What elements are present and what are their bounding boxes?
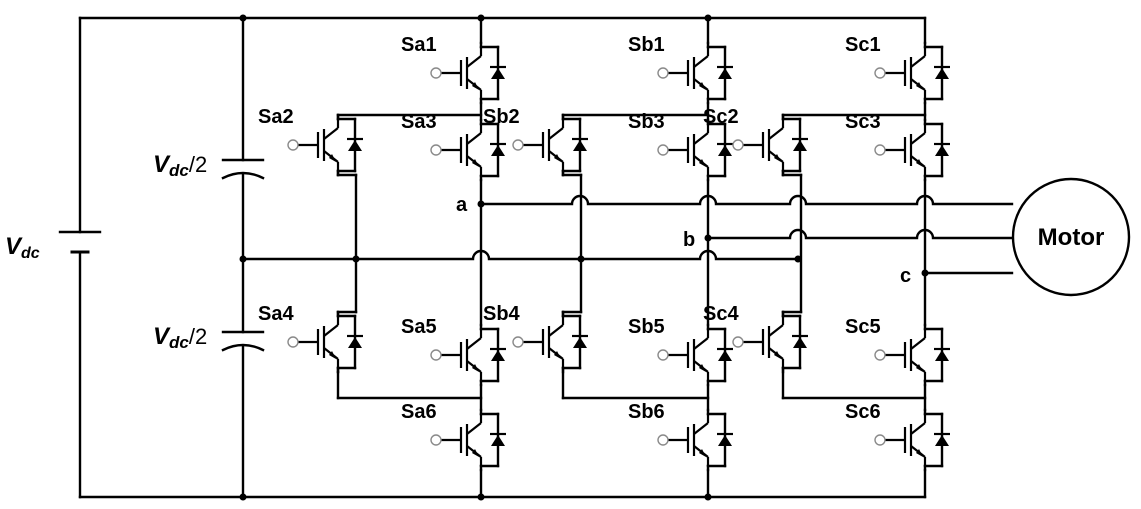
gate-terminal[interactable]: [874, 349, 886, 361]
junction-dot: [239, 14, 247, 22]
phase-a-line: [479, 194, 1014, 206]
switch-label: Sc6: [845, 401, 881, 423]
junction-dot: [477, 493, 485, 501]
switch-label: Sc1: [845, 34, 881, 56]
switch-label: Sa6: [401, 401, 437, 423]
switch-sc3: Sc3: [845, 111, 950, 182]
switch-label: Sa4: [258, 303, 294, 325]
gate-terminal[interactable]: [512, 336, 524, 348]
gate-terminal[interactable]: [732, 139, 744, 151]
switch-sa1: Sa1: [401, 34, 506, 105]
switch-label: Sb5: [628, 316, 665, 338]
phase-b-line: [706, 228, 1014, 240]
junction-dot: [239, 255, 247, 263]
switch-sc6: Sc6: [845, 401, 950, 472]
switch-label: Sa5: [401, 316, 437, 338]
gate-terminal[interactable]: [657, 67, 669, 79]
switch-sc5: Sc5: [845, 316, 950, 387]
junction-dot: [704, 14, 712, 22]
switch-sb5: Sb5: [628, 316, 733, 387]
junction-dot: [704, 234, 712, 242]
switch-sa3: Sa3: [401, 111, 506, 182]
switch-sc1: Sc1: [845, 34, 950, 105]
switch-sc2: Sc2: [703, 106, 808, 177]
switch-sb1: Sb1: [628, 34, 733, 105]
gate-terminal[interactable]: [874, 144, 886, 156]
junction-dot: [477, 200, 485, 208]
gate-terminal[interactable]: [287, 336, 299, 348]
gate-terminal[interactable]: [430, 434, 442, 446]
switch-label: Sc2: [703, 106, 739, 128]
gate-terminal[interactable]: [287, 139, 299, 151]
output-label-a: a: [456, 194, 468, 216]
junction-dot: [921, 269, 929, 277]
switch-sa4: Sa4: [258, 303, 363, 374]
motor-circle: [1011, 177, 1131, 297]
gate-terminal[interactable]: [430, 144, 442, 156]
capacitor-upper: [221, 158, 265, 180]
switch-label: Sb2: [483, 106, 520, 128]
switch-sa6: Sa6: [401, 401, 506, 472]
gate-terminal[interactable]: [657, 434, 669, 446]
capacitor-lower: [221, 330, 265, 352]
junction-dot: [239, 493, 247, 501]
switch-sb3: Sb3: [628, 111, 733, 182]
neutral-line: [241, 249, 800, 261]
switch-label: Sa2: [258, 106, 294, 128]
switch-sc4: Sc4: [703, 303, 808, 374]
switch-label: Sb1: [628, 34, 665, 56]
junction-dot: [352, 255, 360, 263]
switch-label: Sc4: [703, 303, 739, 325]
switch-label: Sa3: [401, 111, 437, 133]
output-label-c: c: [900, 265, 911, 287]
switch-sa2: Sa2: [258, 106, 363, 177]
dc-source-symbol: [58, 230, 102, 254]
dc-source-label: Vdc: [5, 233, 40, 262]
switch-label: Sb6: [628, 401, 665, 423]
gate-terminal[interactable]: [874, 67, 886, 79]
junction-dots: [239, 14, 929, 501]
switch-label: Sb3: [628, 111, 665, 133]
capacitor-lower-label: Vdc/2: [153, 323, 207, 352]
junction-dot: [794, 255, 802, 263]
gate-terminal[interactable]: [657, 349, 669, 361]
gate-terminal[interactable]: [874, 434, 886, 446]
motor-label: Motor: [1038, 224, 1105, 251]
output-label-b: b: [683, 229, 695, 251]
junction-dot: [477, 14, 485, 22]
switch-sa5: Sa5: [401, 316, 506, 387]
switch-label: Sc3: [845, 111, 881, 133]
junction-dot: [577, 255, 585, 263]
junction-dot: [704, 493, 712, 501]
gate-terminal[interactable]: [430, 349, 442, 361]
switch-label: Sa1: [401, 34, 437, 56]
gate-terminal[interactable]: [430, 67, 442, 79]
capacitor-upper-label: Vdc/2: [153, 151, 207, 180]
dc-rails: [78, 16, 927, 499]
switch-sb6: Sb6: [628, 401, 733, 472]
switch-sb4: Sb4: [483, 303, 588, 374]
gate-terminal[interactable]: [512, 139, 524, 151]
gate-terminal[interactable]: [657, 144, 669, 156]
switch-label: Sb4: [483, 303, 521, 325]
switch-network: Sa1Sa3Sa5Sa6Sb1Sb3Sb5Sb6Sc1Sc3Sc5Sc6Sa2S…: [258, 16, 950, 499]
gate-terminal[interactable]: [732, 336, 744, 348]
switch-label: Sc5: [845, 316, 881, 338]
